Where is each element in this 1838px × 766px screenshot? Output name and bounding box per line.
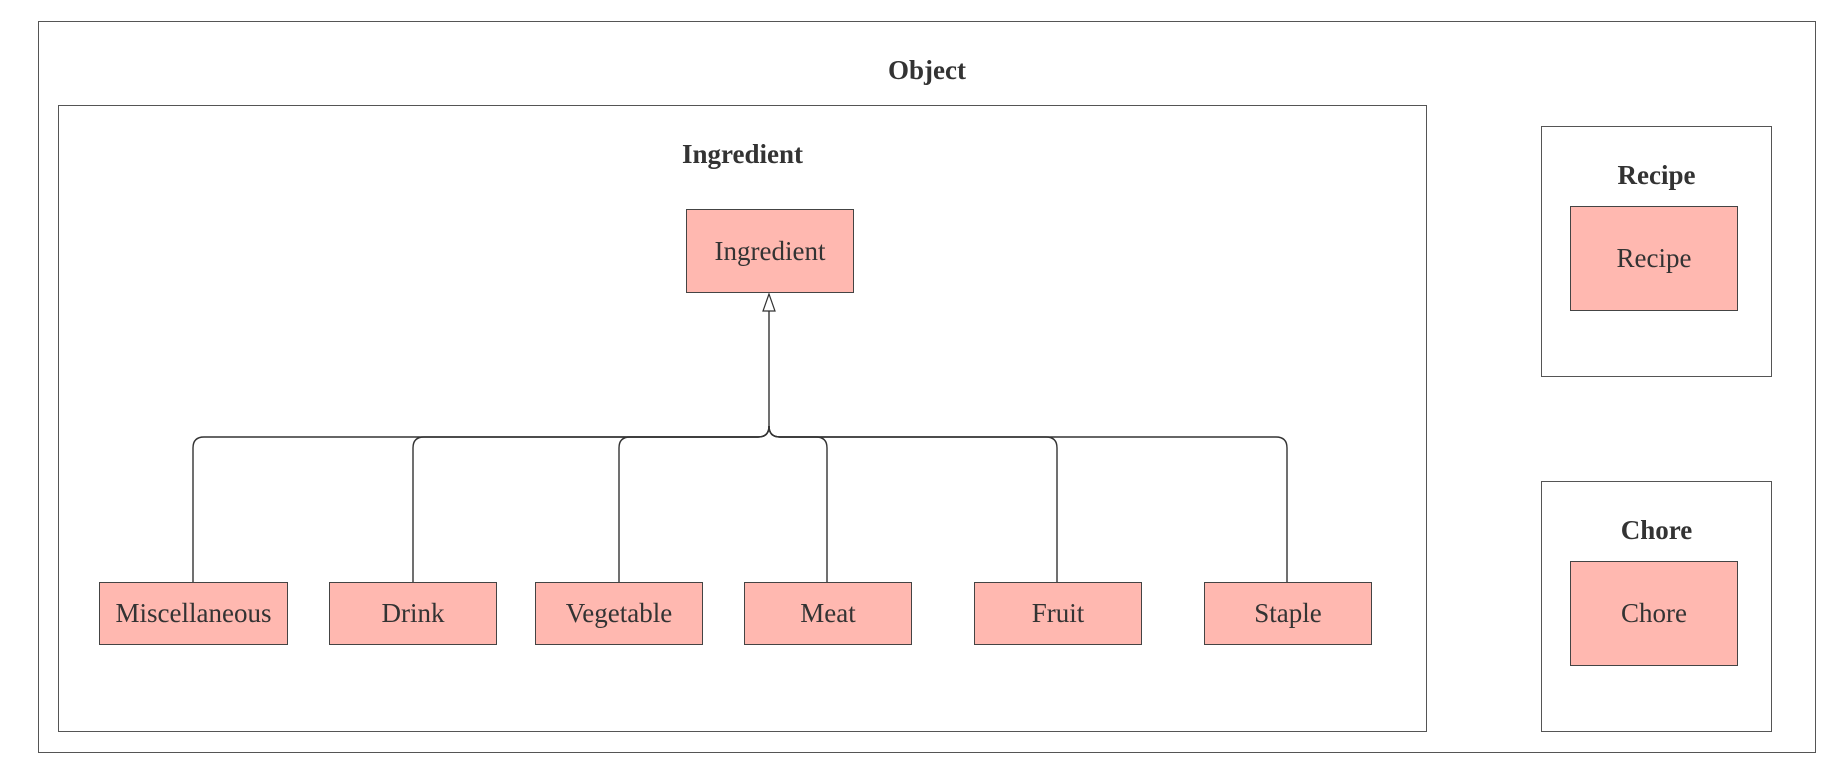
object-package-title: Object [888, 55, 966, 85]
class-fruit-label: Fruit [1031, 598, 1085, 628]
class-recipe[interactable]: Recipe [1570, 206, 1738, 311]
class-ingredient-label: Ingredient [714, 235, 826, 266]
class-meat[interactable]: Meat [744, 582, 912, 645]
object-package-frame: Object [38, 21, 1816, 753]
class-miscellaneous-label: Miscellaneous [115, 598, 272, 628]
class-staple-label: Staple [1254, 598, 1322, 628]
class-staple[interactable]: Staple [1204, 582, 1372, 645]
class-miscellaneous[interactable]: Miscellaneous [99, 582, 288, 645]
chore-package-title: Chore [1620, 515, 1693, 545]
class-vegetable[interactable]: Vegetable [535, 582, 703, 645]
recipe-package-title: Recipe [1617, 160, 1696, 190]
class-drink[interactable]: Drink [329, 582, 497, 645]
class-fruit[interactable]: Fruit [974, 582, 1142, 645]
class-ingredient[interactable]: Ingredient [686, 209, 854, 293]
chore-package-frame: Chore [1541, 481, 1772, 732]
class-vegetable-label: Vegetable [565, 598, 673, 628]
ingredient-package-title: Ingredient [681, 139, 803, 169]
class-chore-label: Chore [1621, 598, 1687, 628]
class-meat-label: Meat [800, 598, 856, 628]
class-recipe-label: Recipe [1616, 243, 1692, 273]
ingredient-package-frame: Ingredient [58, 105, 1427, 732]
class-chore[interactable]: Chore [1570, 561, 1738, 666]
recipe-package-frame: Recipe [1541, 126, 1772, 377]
class-drink-label: Drink [381, 598, 445, 628]
